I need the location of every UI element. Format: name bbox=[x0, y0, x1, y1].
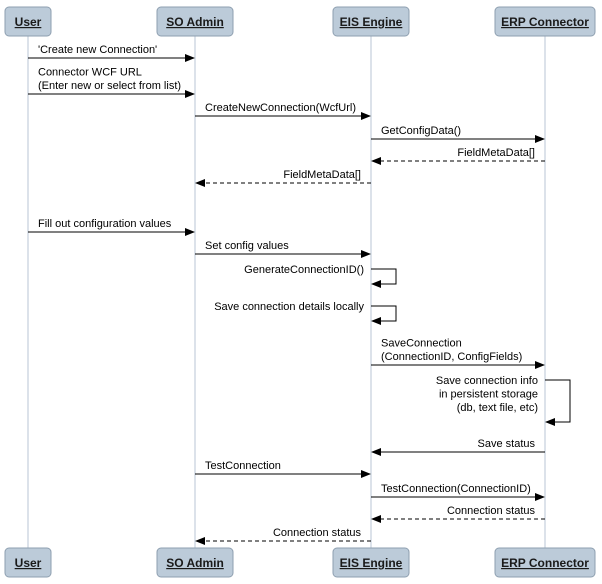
message-label: Connection status bbox=[273, 527, 362, 539]
message-label: FieldMetaData[] bbox=[457, 147, 535, 159]
participant-label: User bbox=[15, 556, 42, 570]
participant-box-eis-engine-bottom: EIS Engine bbox=[332, 547, 410, 578]
message-label: Fill out configuration values bbox=[38, 218, 172, 230]
message-2: Connector WCF URL(Enter new or select fr… bbox=[28, 67, 195, 98]
message-13: Save status bbox=[371, 438, 545, 456]
message-label: TestConnection(ConnectionID) bbox=[381, 483, 531, 495]
message-6: FieldMetaData[] bbox=[195, 169, 371, 187]
message-14: TestConnection bbox=[195, 460, 371, 478]
message-label: Set config values bbox=[205, 240, 289, 252]
message-label: GenerateConnectionID() bbox=[244, 264, 364, 276]
message-label: Save connection info bbox=[436, 375, 538, 387]
message-label: Connection status bbox=[447, 505, 536, 517]
message-5: FieldMetaData[] bbox=[371, 147, 545, 165]
participant-box-so-admin-top: SO Admin bbox=[156, 6, 234, 37]
message-label: Save status bbox=[478, 438, 536, 450]
message-15: TestConnection(ConnectionID) bbox=[371, 483, 545, 501]
participant-box-eis-engine-top: EIS Engine bbox=[332, 6, 410, 37]
self-message-arrow bbox=[371, 305, 397, 325]
message-label: TestConnection bbox=[205, 460, 281, 472]
self-message-arrow bbox=[371, 268, 397, 288]
participant-box-user-bottom: User bbox=[4, 547, 52, 578]
message-label: 'Create new Connection' bbox=[38, 44, 157, 56]
message-label: FieldMetaData[] bbox=[283, 169, 361, 181]
message-17: Connection status bbox=[195, 527, 371, 545]
self-message-arrow bbox=[545, 379, 571, 426]
participant-label: SO Admin bbox=[166, 556, 224, 570]
message-10: Save connection details locally bbox=[214, 301, 397, 325]
participant-label: ERP Connector bbox=[501, 15, 589, 29]
message-label: (db, text file, etc) bbox=[457, 402, 538, 414]
message-label: Connector WCF URL bbox=[38, 67, 142, 79]
participant-label: EIS Engine bbox=[340, 15, 403, 29]
message-16: Connection status bbox=[371, 505, 545, 523]
message-4: GetConfigData() bbox=[371, 125, 545, 143]
participant-label: EIS Engine bbox=[340, 556, 403, 570]
participant-box-erp-connector-top: ERP Connector bbox=[494, 6, 596, 37]
message-label: SaveConnection bbox=[381, 338, 462, 350]
message-12: Save connection info in persistent storag… bbox=[436, 375, 571, 426]
message-label: Save connection details locally bbox=[214, 301, 364, 313]
message-9: GenerateConnectionID() bbox=[244, 264, 397, 288]
message-1: 'Create new Connection' bbox=[28, 44, 195, 62]
participant-label: ERP Connector bbox=[501, 556, 589, 570]
message-label: (Enter new or select from list) bbox=[38, 80, 181, 92]
message-11: SaveConnection(ConnectionID, ConfigField… bbox=[371, 338, 545, 369]
participant-label: SO Admin bbox=[166, 15, 224, 29]
message-label: in persistent storage bbox=[439, 389, 538, 401]
message-label: GetConfigData() bbox=[381, 125, 461, 137]
message-label: CreateNewConnection(WcfUrl) bbox=[205, 102, 356, 114]
message-7: Fill out configuration values bbox=[28, 218, 195, 236]
message-3: CreateNewConnection(WcfUrl) bbox=[195, 102, 371, 120]
participant-box-user-top: User bbox=[4, 6, 52, 37]
message-label: (ConnectionID, ConfigFields) bbox=[381, 351, 522, 363]
message-8: Set config values bbox=[195, 240, 371, 258]
participant-label: User bbox=[15, 15, 42, 29]
participant-box-erp-connector-bottom: ERP Connector bbox=[494, 547, 596, 578]
participant-box-so-admin-bottom: SO Admin bbox=[156, 547, 234, 578]
